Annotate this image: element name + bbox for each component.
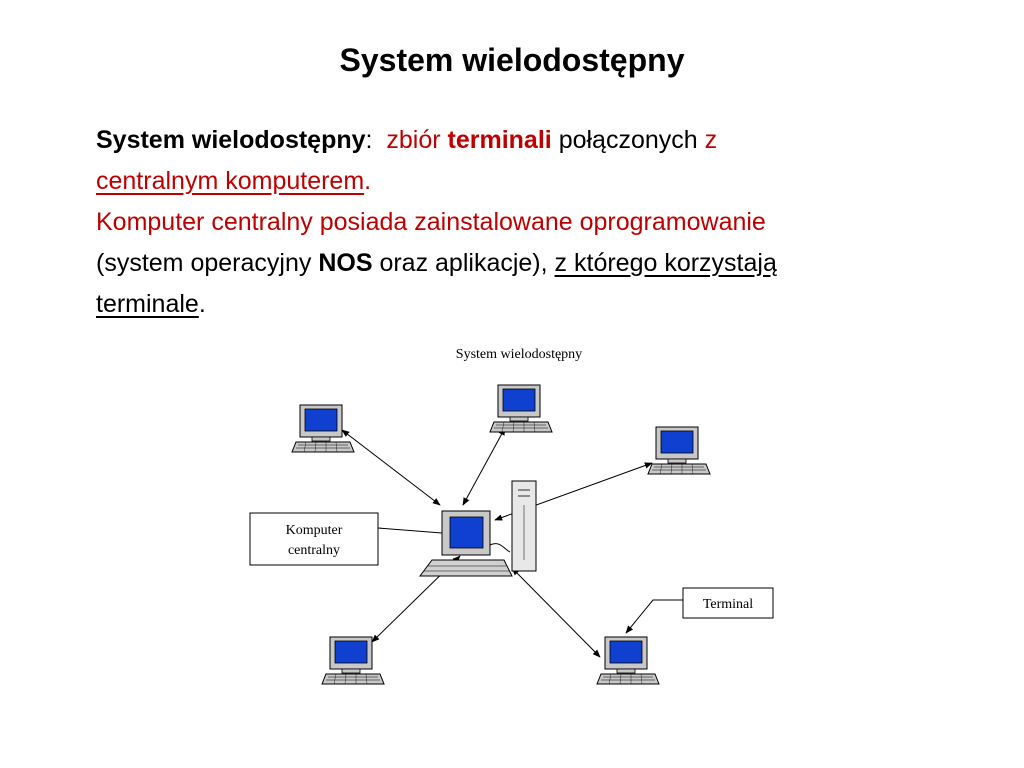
terminal-label-pointer <box>625 599 683 634</box>
terminal-label-box <box>682 587 774 619</box>
slide-title: System wielodostępny <box>339 42 685 78</box>
terminal-top-left-icon <box>291 404 355 453</box>
paragraph-definition: System wielodostępny: zbiór terminali po… <box>96 120 956 202</box>
period-1: . <box>364 167 372 195</box>
central-label-line2: centralny <box>288 543 340 558</box>
word-terminali: terminali <box>447 126 552 154</box>
word-zbior: zbiór <box>386 126 441 154</box>
terminal-right-icon <box>647 426 711 475</box>
slide-body: System wielodostępny: zbiór terminali po… <box>96 120 956 325</box>
text-terminale: terminale <box>96 290 199 318</box>
paragraph-system: (system operacyjny NOS oraz aplikacje), … <box>96 243 956 325</box>
colon: : <box>365 126 373 154</box>
terminal-bottom-right-icon <box>596 636 660 685</box>
terminal-bottom-left-icon <box>321 636 385 685</box>
central-label-line1: Komputer <box>286 523 343 538</box>
diagram-title: System wielodostępny <box>456 347 582 362</box>
link-terminal-top-left <box>341 429 441 506</box>
paragraph-central-computer: Komputer centralny posiada zainstalowane… <box>96 208 766 236</box>
terminal-label: Terminal <box>703 597 753 612</box>
link-central-label <box>377 527 443 534</box>
text-z-ktorego: z którego korzystają <box>554 249 777 277</box>
terminal-top-icon <box>489 384 553 433</box>
central-computer-icon <box>419 480 537 577</box>
text-oraz-aplikacje: oraz aplikacje), <box>379 249 548 277</box>
phrase-centralnym-komputerem: centralnym komputerem <box>96 167 365 195</box>
word-z: z <box>704 126 718 154</box>
term-label: System wielodostępny <box>96 126 366 154</box>
period-2: . <box>198 290 206 318</box>
link-terminal-top <box>462 427 506 506</box>
link-terminal-bottom-right <box>511 567 601 658</box>
text-nos: NOS <box>318 249 373 277</box>
central-label-box <box>249 512 379 566</box>
text-system-operacyjny: (system operacyjny <box>96 249 312 277</box>
word-polaczonych: połączonych <box>558 126 698 154</box>
